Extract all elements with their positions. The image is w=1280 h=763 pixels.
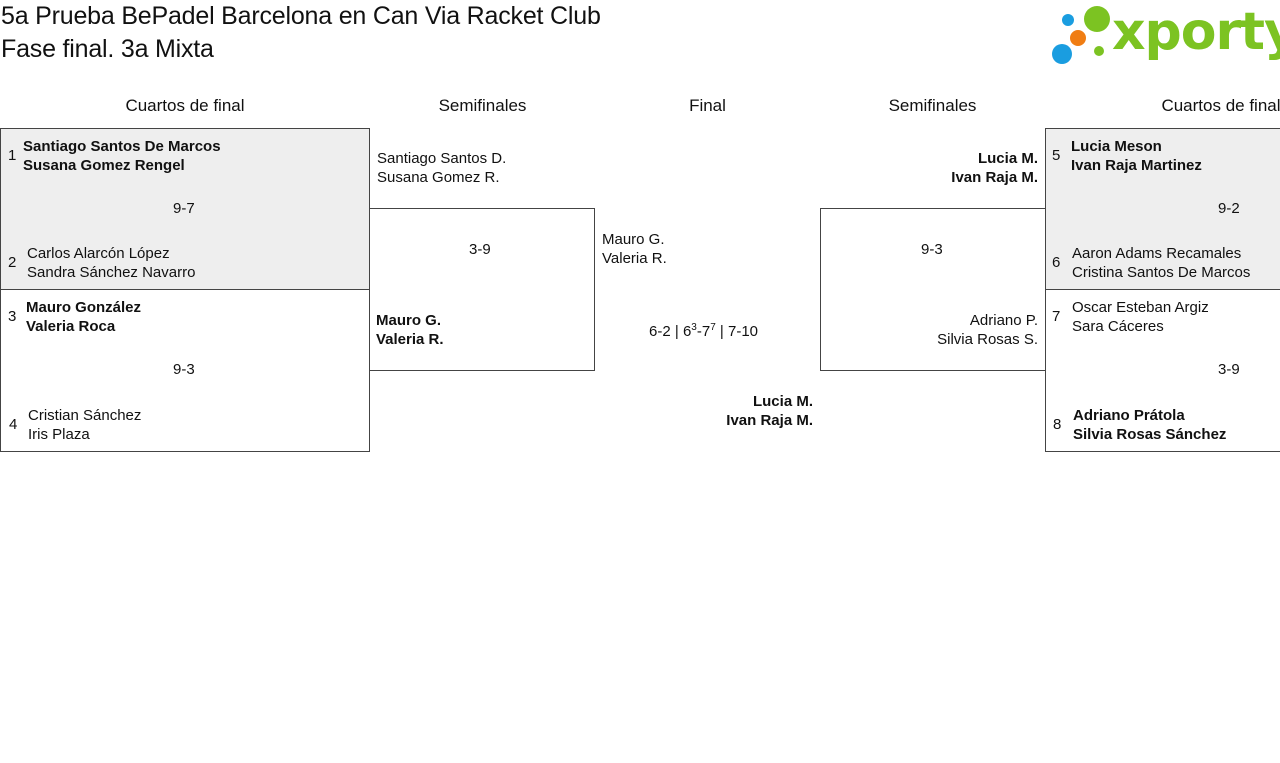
match-score: 9-7 <box>173 200 195 217</box>
team-player-1: Carlos Alarcón López <box>27 245 170 262</box>
match-score: 3-9 <box>1218 361 1240 378</box>
team-player-1: Oscar Esteban Argiz <box>1072 299 1209 316</box>
left-semi-top-player-2: Susana Gomez R. <box>377 169 500 186</box>
team-player-1: Adriano Prátola <box>1073 407 1185 424</box>
team-player-2: Valeria Roca <box>26 318 116 335</box>
round-header-left-semis: Semifinales <box>438 96 527 115</box>
match-score: 9-2 <box>1218 200 1240 217</box>
right-semi-top-player-1: Lucia M. <box>977 150 1038 167</box>
team-player-2: Susana Gomez Rengel <box>23 157 185 174</box>
final-set-1: 6-2 <box>649 323 671 340</box>
left-semi-match[interactable]: 3-9 Mauro G. Valeria R. <box>369 208 595 371</box>
left-quarter-match-2[interactable]: 3 Mauro González Valeria Roca 9-3 4 Cris… <box>0 289 370 452</box>
final-winner-player-1: Lucia M. <box>752 393 813 410</box>
final-left-player-2: Valeria R. <box>602 250 667 267</box>
round-header-right-semis: Semifinales <box>888 96 977 115</box>
seed-number: 3 <box>8 308 17 325</box>
match-score: 9-3 <box>921 241 943 258</box>
final-set-2: 63-77 <box>682 322 716 340</box>
team-player-2: Sandra Sánchez Navarro <box>27 264 196 281</box>
logo-dot-blue <box>1062 14 1074 26</box>
xporty-logo[interactable]: xporty <box>1050 2 1280 68</box>
team-player-1: Santiago Santos De Marcos <box>23 138 221 155</box>
right-quarter-match-1[interactable]: 5 Lucia Meson Ivan Raja Martinez 9-2 6 A… <box>1045 128 1280 290</box>
logo-dot-orange <box>1070 30 1086 46</box>
match-score: 3-9 <box>469 241 491 258</box>
logo-dot-green <box>1084 6 1110 32</box>
score-separator: | <box>719 323 724 340</box>
left-semi-top-player-1: Santiago Santos D. <box>377 150 507 167</box>
team-player-1: Aaron Adams Recamales <box>1072 245 1242 262</box>
logo-dot-green-2 <box>1094 46 1104 56</box>
team-player-1: Adriano P. <box>969 312 1038 329</box>
round-header-final: Final <box>689 96 726 115</box>
team-player-1: Mauro G. <box>376 312 442 329</box>
team-player-2: Silvia Rosas S. <box>937 331 1038 348</box>
team-player-1: Mauro González <box>26 299 142 316</box>
team-player-2: Sara Cáceres <box>1072 318 1164 335</box>
seed-number: 2 <box>8 254 17 271</box>
team-player-2: Silvia Rosas Sánchez <box>1073 426 1227 443</box>
round-header-right-quarters: Cuartos de final <box>1161 96 1280 115</box>
team-player-2: Valeria R. <box>376 331 444 348</box>
page-title: 5a Prueba BePadel Barcelona en Can Via R… <box>1 2 601 30</box>
team-player-2: Iris Plaza <box>28 426 90 443</box>
seed-number: 4 <box>9 416 18 433</box>
logo-wordmark: xporty <box>1112 2 1280 62</box>
right-semi-match[interactable]: 9-3 Adriano P. Silvia Rosas S. <box>820 208 1046 371</box>
team-player-2: Cristina Santos De Marcos <box>1072 264 1251 281</box>
logo-dot-blue-2 <box>1052 44 1072 64</box>
seed-number: 1 <box>8 147 17 164</box>
final-score: 6-2 | 63-77 | 7-10 <box>649 322 758 340</box>
score-separator: | <box>674 323 679 340</box>
page-subtitle: Fase final. 3a Mixta <box>1 35 214 63</box>
left-quarter-match-1[interactable]: 1 Santiago Santos De Marcos Susana Gomez… <box>0 128 370 290</box>
team-player-1: Cristian Sánchez <box>28 407 142 424</box>
final-set-3: 7-10 <box>728 323 759 340</box>
seed-number: 6 <box>1052 254 1061 271</box>
seed-number: 8 <box>1053 416 1062 433</box>
round-header-left-quarters: Cuartos de final <box>125 96 245 115</box>
right-semi-top-player-2: Ivan Raja M. <box>951 169 1038 186</box>
team-player-2: Ivan Raja Martinez <box>1071 157 1202 174</box>
match-score: 9-3 <box>173 361 195 378</box>
final-left-player-1: Mauro G. <box>602 231 665 248</box>
team-player-1: Lucia Meson <box>1071 138 1162 155</box>
right-quarter-match-2[interactable]: 7 Oscar Esteban Argiz Sara Cáceres 3-9 8… <box>1045 289 1280 452</box>
seed-number: 7 <box>1052 308 1061 325</box>
final-winner-player-2: Ivan Raja M. <box>726 412 813 429</box>
seed-number: 5 <box>1052 147 1061 164</box>
